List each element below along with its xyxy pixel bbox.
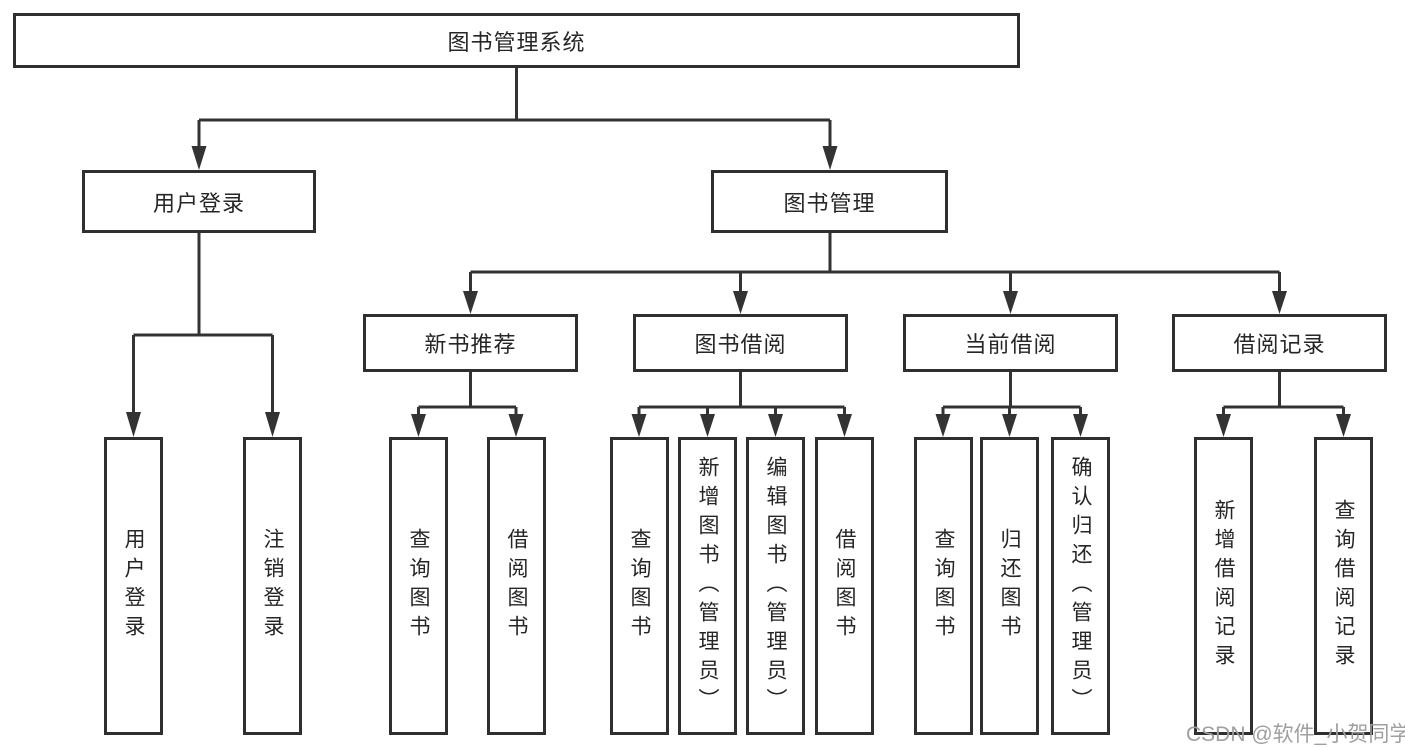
node-label: 查询图书 [407, 528, 430, 644]
node-current-borrowing: 当前借阅 [903, 314, 1118, 372]
node-label: 归还图书 [998, 528, 1021, 644]
node-label: 图书借阅 [694, 332, 787, 357]
node-label: 借阅图书 [833, 528, 856, 644]
leaf-user-login: 用户登录 [104, 437, 163, 735]
node-library-management-system: 图书管理系统 [13, 13, 1020, 68]
node-new-book-recommendation: 新书推荐 [363, 314, 578, 372]
node-label: 当前借阅 [964, 332, 1057, 357]
leaf-add-borrowing-record: 新增借阅记录 [1194, 437, 1253, 735]
node-label: 图书管理系统 [447, 29, 586, 55]
leaf-query-books-recommendation: 查询图书 [389, 437, 448, 735]
leaf-query-books-current: 查询图书 [914, 437, 973, 735]
node-label: 新增图书（管理员） [696, 455, 719, 717]
node-label: 图书管理 [783, 190, 876, 216]
watermark-text: CSDN @软件_小贺同学 [1186, 723, 1405, 746]
leaf-query-books-borrowing: 查询图书 [610, 437, 669, 735]
leaf-edit-book-admin: 编辑图书（管理员） [746, 437, 805, 735]
node-label: 用户登录 [122, 528, 145, 644]
node-book-management: 图书管理 [711, 170, 948, 233]
node-label: 查询图书 [628, 528, 651, 644]
node-label: 新书推荐 [424, 332, 517, 357]
node-label: 查询借阅记录 [1332, 499, 1355, 673]
leaf-add-book-admin: 新增图书（管理员） [678, 437, 737, 735]
node-label: 用户登录 [152, 190, 245, 216]
node-label: 借阅记录 [1233, 332, 1326, 357]
node-label: 注销登录 [261, 528, 284, 644]
leaf-query-borrowing-record: 查询借阅记录 [1314, 437, 1373, 735]
node-label: 编辑图书（管理员） [764, 455, 787, 717]
tree-edges [132, 68, 1345, 415]
node-label: 新增借阅记录 [1212, 499, 1235, 673]
leaf-return-book: 归还图书 [980, 437, 1039, 735]
node-label: 查询图书 [932, 528, 955, 644]
leaf-borrow-books: 借阅图书 [815, 437, 874, 735]
node-book-borrowing: 图书借阅 [633, 314, 848, 372]
arrowheads [126, 146, 1351, 437]
leaf-borrow-books-recommendation: 借阅图书 [487, 437, 546, 735]
node-label: 确认归还（管理员） [1069, 455, 1092, 717]
leaf-confirm-return-admin: 确认归还（管理员） [1051, 437, 1110, 735]
node-label: 借阅图书 [505, 528, 528, 644]
node-user-login: 用户登录 [82, 170, 316, 233]
node-borrowing-records: 借阅记录 [1172, 314, 1387, 372]
leaf-logout: 注销登录 [243, 437, 302, 735]
